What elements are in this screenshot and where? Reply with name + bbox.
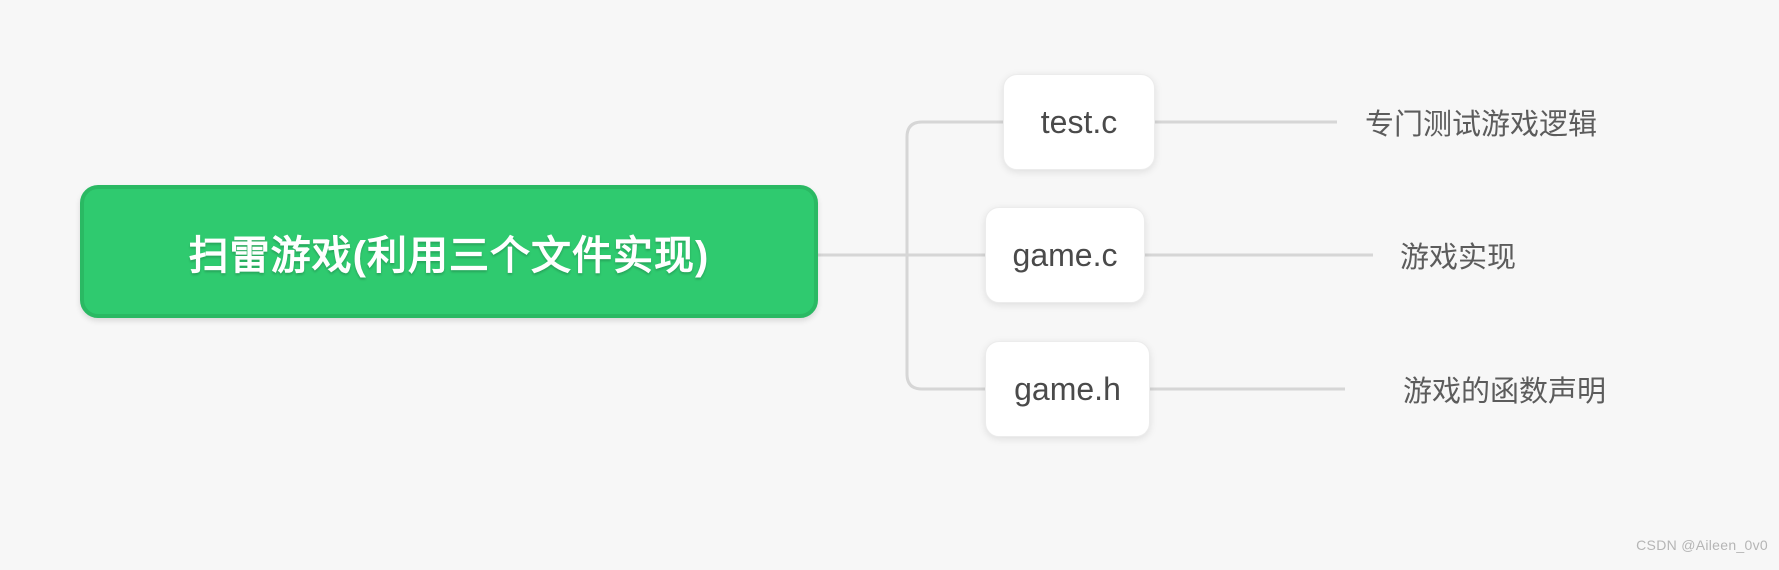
node-test-c[interactable]: test.c — [1003, 74, 1155, 170]
root-node-label: 扫雷游戏(利用三个文件实现) — [188, 233, 710, 278]
connector-trunk-to-test — [905, 120, 1003, 255]
node-game-h-description[interactable]: 游戏的函数声明 — [1403, 367, 1606, 411]
csdn-watermark: CSDN @Aileen_0v0 — [1636, 537, 1768, 553]
node-game-h-label: game.h — [1014, 370, 1121, 407]
node-game-c-description-label: 游戏实现 — [1400, 242, 1517, 274]
node-game-c[interactable]: game.c — [985, 207, 1145, 303]
node-game-h-description-label: 游戏的函数声明 — [1403, 376, 1607, 408]
node-test-c-description[interactable]: 专门测试游戏逻辑 — [1365, 100, 1597, 144]
node-game-h[interactable]: game.h — [985, 341, 1150, 437]
node-test-c-label: test.c — [1040, 103, 1118, 140]
node-game-c-description[interactable]: 游戏实现 — [1400, 233, 1516, 277]
node-game-c-label: game.c — [1012, 236, 1118, 273]
connector-trunk-to-gameh — [905, 255, 985, 391]
root-node[interactable]: 扫雷游戏(利用三个文件实现) — [80, 185, 818, 318]
node-test-c-description-label: 专门测试游戏逻辑 — [1365, 109, 1598, 141]
